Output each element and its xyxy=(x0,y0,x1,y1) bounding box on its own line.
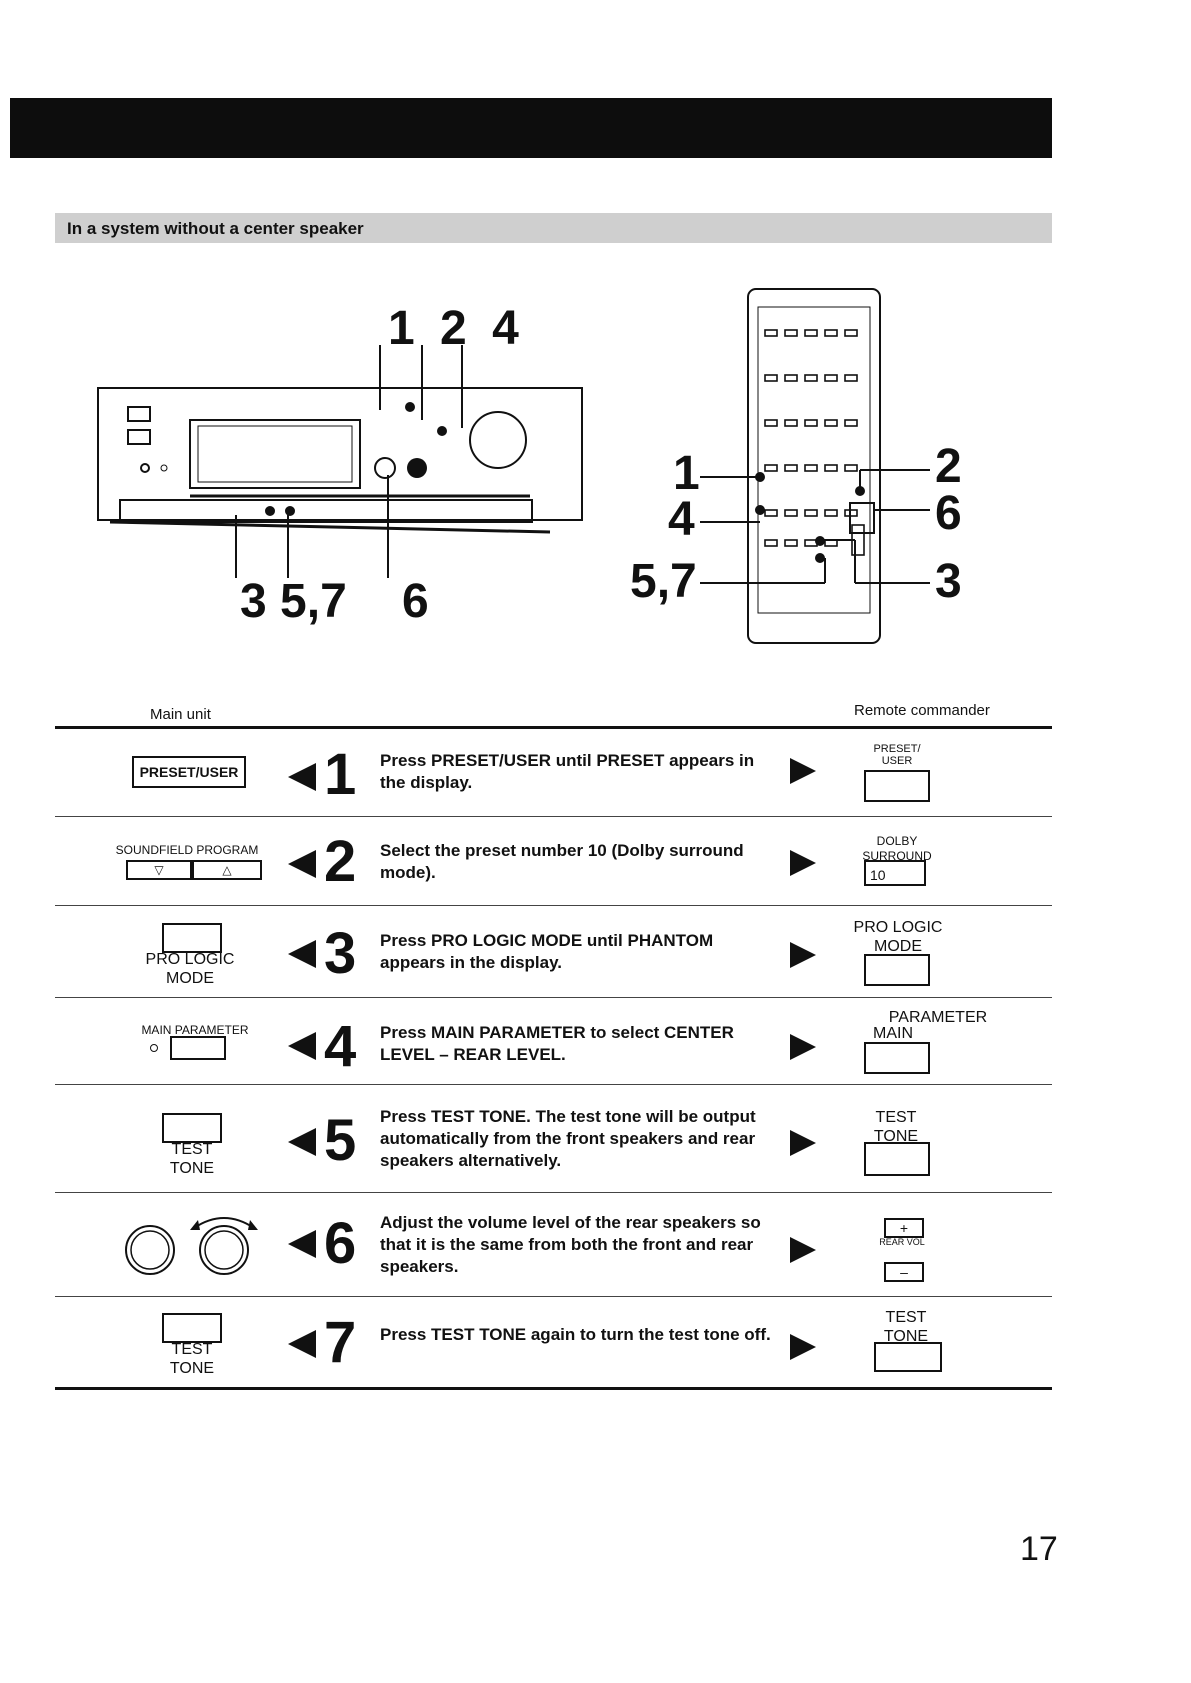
row-divider xyxy=(55,1084,1052,1085)
remote-button-label: TEST TONE xyxy=(873,1109,919,1145)
arrow-right-icon xyxy=(790,1334,816,1360)
arrow-right-icon xyxy=(790,1130,816,1156)
section-heading-bar: In a system without a center speaker xyxy=(55,213,1052,243)
remote-callout-2: 2 xyxy=(935,440,962,493)
arrow-right-icon xyxy=(790,1034,816,1060)
step-instruction: Adjust the volume level of the rear spea… xyxy=(380,1213,761,1276)
table-bottom-rule xyxy=(55,1387,1052,1390)
step-number: 5 xyxy=(324,1108,357,1173)
remote-test-tone-button xyxy=(874,1342,942,1372)
step-instruction: Select the preset number 10 (Dolby surro… xyxy=(380,841,744,882)
row-divider xyxy=(55,905,1052,906)
row-divider xyxy=(55,997,1052,998)
step-number: 6 xyxy=(324,1211,357,1276)
arrow-left-icon xyxy=(288,1330,316,1358)
table-top-rule xyxy=(55,726,1052,729)
remote-callout-1: 1 xyxy=(673,447,700,500)
arrow-right-icon xyxy=(790,942,816,968)
volume-knob-icon xyxy=(125,1217,258,1275)
main-unit-column-label: Main unit xyxy=(150,706,211,723)
preset-user-button: PRESET/USER xyxy=(132,756,246,788)
arrow-left-icon xyxy=(288,850,316,878)
test-tone-button xyxy=(162,1113,222,1143)
remote-button-label: PRO LOGIC MODE xyxy=(853,919,943,955)
arrow-right-icon xyxy=(790,850,816,876)
arrow-left-icon xyxy=(288,940,316,968)
main-unit-button-label: SOUNDFIELD PROGRAM xyxy=(115,843,259,857)
arrow-left-icon xyxy=(288,763,316,791)
arrow-left-icon xyxy=(288,1230,316,1258)
indicator-led-icon xyxy=(150,1044,158,1052)
step-instruction: Press MAIN PARAMETER to select CENTER LE… xyxy=(380,1023,734,1064)
step-number: 4 xyxy=(324,1014,357,1079)
arrow-left-icon xyxy=(288,1032,316,1060)
main-unit-illustration xyxy=(97,345,583,578)
remote-button-label-bottom: MAIN xyxy=(873,1025,913,1042)
rear-vol-plus-button: + xyxy=(884,1218,924,1238)
remote-test-tone-button xyxy=(864,1142,930,1176)
step-number: 7 xyxy=(324,1310,357,1375)
main-unit-button-label: TEST TONE xyxy=(169,1341,215,1377)
remote-callout-5-7: 5,7 xyxy=(630,555,697,608)
step-instruction: Press PRESET/USER until PRESET appears i… xyxy=(380,751,755,792)
main-unit-button-label: MAIN PARAMETER xyxy=(141,1023,249,1037)
remote-button-label: REAR VOL xyxy=(879,1237,925,1247)
row-divider xyxy=(55,816,1052,817)
main-unit-callout-top: 1 2 4 xyxy=(388,302,525,355)
remote-callout-6: 6 xyxy=(935,487,962,540)
step-instruction: Press TEST TONE. The test tone will be o… xyxy=(380,1107,756,1170)
step-number: 3 xyxy=(324,921,357,986)
main-unit-button-label: PRO LOGIC MODE xyxy=(145,951,235,987)
remote-commander-illustration xyxy=(747,288,881,644)
remote-callout-4: 4 xyxy=(668,493,695,546)
remote-preset-user-button xyxy=(864,770,930,802)
step-instruction: Press PRO LOGIC MODE until PHANTOM appea… xyxy=(380,931,714,972)
remote-column-label: Remote commander xyxy=(854,702,990,719)
remote-callout-lines xyxy=(700,469,930,584)
section-title: In a system without a center speaker xyxy=(67,219,364,238)
step-number: 1 xyxy=(324,742,357,807)
soundfield-down-button: ▽ xyxy=(126,860,192,880)
step-instruction: Press TEST TONE again to turn the test t… xyxy=(380,1325,771,1344)
rear-vol-minus-button: – xyxy=(884,1262,924,1282)
row-divider xyxy=(55,1192,1052,1193)
remote-button-label: DOLBY SURROUND xyxy=(862,834,932,863)
main-unit-callout-bottom-right: 6 xyxy=(402,575,429,628)
pro-logic-mode-button xyxy=(162,923,222,953)
remote-button-label-top: PARAMETER xyxy=(888,1009,988,1026)
arrow-right-icon xyxy=(790,758,816,784)
arrow-left-icon xyxy=(288,1128,316,1156)
arrow-right-icon xyxy=(790,1237,816,1263)
main-unit-button-label: TEST TONE xyxy=(169,1141,215,1177)
test-tone-button xyxy=(162,1313,222,1343)
remote-pro-logic-mode-button xyxy=(864,954,930,986)
remote-button-label: PRESET/ USER xyxy=(873,743,921,767)
page-number: 17 xyxy=(1020,1530,1058,1568)
header-bar xyxy=(10,98,1052,158)
main-parameter-button xyxy=(170,1036,226,1060)
row-divider xyxy=(55,1296,1052,1297)
step-number: 2 xyxy=(324,829,357,894)
remote-callout-3: 3 xyxy=(935,555,962,608)
remote-dolby-surround-button: 10 xyxy=(864,860,926,886)
main-unit-callout-bottom-left: 3 5,7 xyxy=(240,575,347,628)
remote-button-label: TEST TONE xyxy=(883,1309,929,1345)
soundfield-up-button: △ xyxy=(192,860,262,880)
remote-main-parameter-button xyxy=(864,1042,930,1074)
